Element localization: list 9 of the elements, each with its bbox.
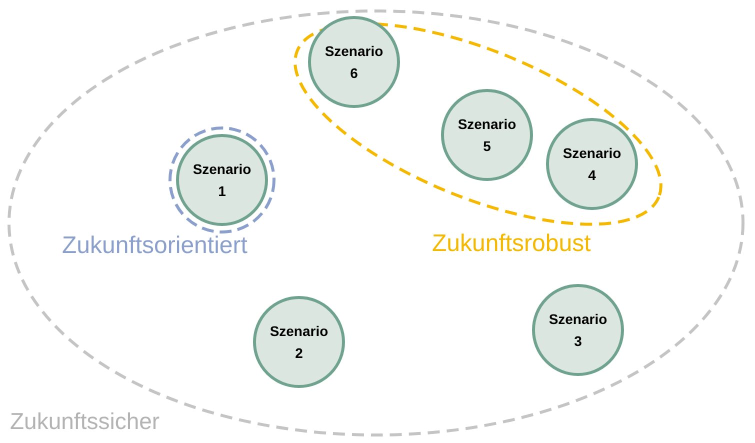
group-label: Zukunftssicher — [10, 410, 160, 433]
scenario-label: Szenario 1 — [192, 160, 252, 201]
scenario-label: Szenario 6 — [324, 42, 384, 83]
scenario-label: Szenario 3 — [548, 310, 608, 351]
group-label: Zukunftsorientiert — [62, 234, 248, 258]
scenario-label: Szenario 2 — [268, 322, 330, 363]
group-label: Zukunftsrobust — [432, 232, 591, 256]
scenario-label: Szenario 4 — [562, 144, 622, 185]
scenario-label: Szenario 5 — [456, 115, 518, 156]
